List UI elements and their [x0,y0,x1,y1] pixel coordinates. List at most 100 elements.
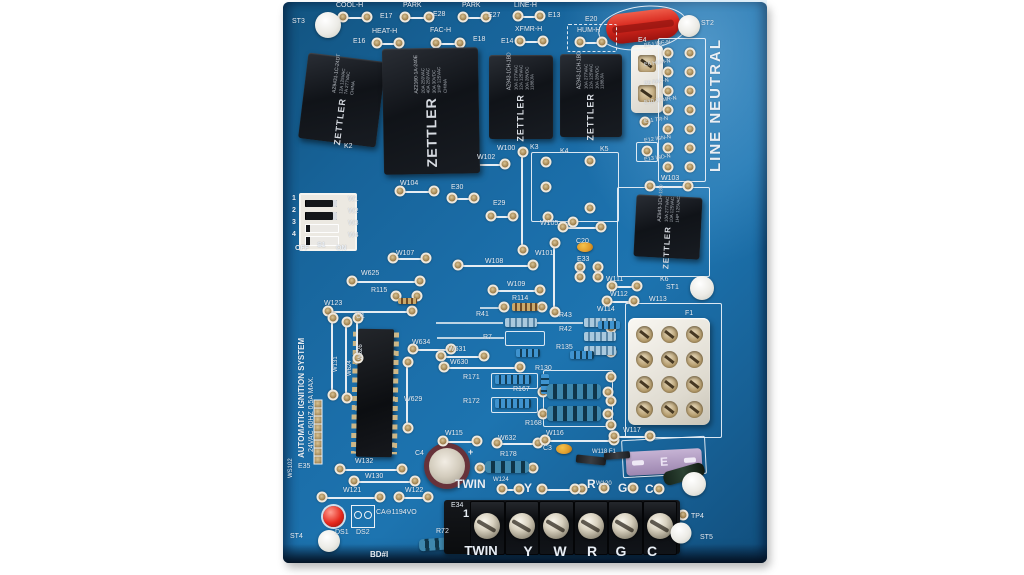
pin-slot [664,404,675,414]
jumper-wire [443,441,477,443]
solder-pad [662,142,674,154]
silkscreen-label: W113 [649,296,667,303]
solder-pad-square [313,455,323,465]
copper-trace [436,322,503,324]
solder-pad [452,259,464,271]
dip-switch-s1 [299,193,357,251]
solder-pad [474,462,486,474]
silkscreen-label: DS1 [335,529,349,536]
pin-slot [664,329,675,339]
jumper-wire [458,265,533,267]
silkscreen-label: FAC-H [430,27,451,34]
molex-connector-e4 [631,45,663,113]
terminal-screw [508,513,535,539]
solder-pad [662,161,674,173]
solder-pad [534,284,546,296]
solder-pad [605,395,617,407]
solder-pad [407,343,419,355]
standoff-hole [690,276,714,300]
solder-pad [527,462,539,474]
solder-pad [485,210,497,222]
solder-pad [684,161,696,173]
solder-pad [468,192,480,204]
solder-pad [576,483,588,495]
jumper-wire [340,469,402,471]
solder-pad [514,361,526,373]
silkscreen-label: W625 [361,270,380,277]
silkscreen-label: R115 [371,287,388,294]
silkscreen-label: K5 [600,146,609,153]
silkscreen-label: W109 [507,281,526,288]
silkscreen-label: 1 [463,508,470,520]
solder-pad [406,305,418,317]
solder-pad [352,352,364,364]
silkscreen-label: C3 [543,445,552,452]
solder-pad [684,66,696,78]
solder-pad [536,483,548,495]
connector-pin-socket [686,401,703,418]
screw-slot [511,518,531,533]
jumper-wire [553,243,555,312]
silkscreen-label: W629 [404,396,423,403]
solder-pad [557,221,569,233]
solder-pad [402,356,414,368]
dip-switch-lever [305,199,337,207]
silkscreen-label: K4 [560,148,569,155]
solder-pad [517,146,529,158]
jumper-wire [502,489,519,491]
solder-pad [513,483,525,495]
silkscreen-label: E18 [473,36,486,43]
silkscreen-label: ST4 [290,533,303,540]
silkscreen-label: E20 [585,16,598,23]
screw-terminal [504,501,539,555]
solder-pad [662,123,674,135]
silkscreen-label: W123 [324,300,343,307]
silkscreen-label: E29 [493,200,506,207]
solder-pad [534,10,546,22]
silkscreen-label: W624 [347,360,353,376]
solder-pad [399,11,411,23]
solder-pad [387,252,399,264]
solder-pad [394,185,406,197]
pin-slot [689,354,700,364]
copper-trace [536,322,583,324]
jumper-wire [493,290,540,292]
dip-switch-lever [305,212,337,220]
silkscreen-label: R130 [535,365,552,372]
resistor [598,321,620,329]
solder-pad [435,350,447,362]
terminal-label: Y [523,543,533,559]
solder-pad [438,361,450,373]
jumper-wire [400,191,434,193]
silkscreen-label: R43 [559,312,572,319]
terminal-label: R [586,543,598,559]
solder-pad [402,422,414,434]
terminal-label: G [615,543,627,559]
solder-pad [423,11,435,23]
connector-pin-socket [686,351,703,368]
silkscreen-label: W120 [596,481,612,487]
pin-slot [689,379,700,389]
silkscreen-label: W4 [348,232,359,239]
connector-pin-socket [638,55,656,72]
jumper-wire [520,41,543,43]
solder-pad [471,435,483,447]
pin-slot [639,404,650,414]
solder-pad [639,116,651,128]
jumper-wire [343,17,367,19]
silkscreen-label: W122 [405,487,424,494]
solder-pad [574,261,586,273]
solder-pad [684,47,696,59]
solder-pad [457,11,469,23]
standoff-hole [682,472,706,496]
silkscreen-label: TWIN [455,477,486,491]
solder-pad [517,244,529,256]
silkscreen-label: W112 [610,291,628,298]
solder-pad [549,306,561,318]
solder-pad [567,216,579,228]
molex-connector-12pin [628,318,710,425]
silkscreen-label: PARK [403,2,422,9]
